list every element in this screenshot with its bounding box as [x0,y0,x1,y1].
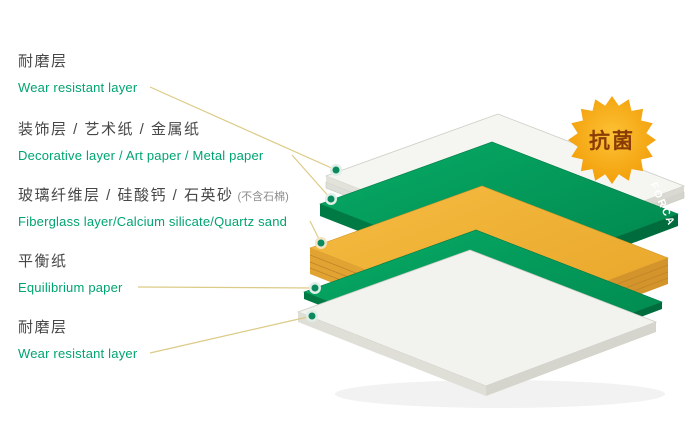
label-zh-text: 平衡纸 [18,253,68,270]
label-note-text: (不含石棉) [237,191,289,203]
anchor-dot-2 [325,193,337,205]
anchor-dot-5 [306,310,318,322]
label-row-equilibrium: 平衡纸 Equilibrium paper [18,250,123,295]
leader-lines [137,86,337,354]
label-zh-text: 耐磨层 [18,319,68,336]
anchor-dot-3 [315,237,327,249]
label-zh: 耐磨层 [18,316,137,337]
label-zh: 装饰层 / 艺术纸 / 金属纸 [18,118,263,139]
label-row-wear-bottom: 耐磨层 Wear resistant layer [18,316,137,361]
ground-shadow [335,380,665,408]
label-zh: 玻璃纤维层 / 硅酸钙 / 石英砂(不含石棉) [18,184,289,205]
leader-line-2 [291,154,332,200]
label-zh-text: 耐磨层 [18,53,68,70]
leader-line-5 [149,315,313,354]
label-en: Fiberglass layer/Calcium silicate/Quartz… [18,214,288,229]
label-row-fiberglass-core: 玻璃纤维层 / 硅酸钙 / 石英砂(不含石棉) Fiberglass layer… [18,184,289,229]
label-zh-text: 玻璃纤维层 / 硅酸钙 / 石英砂 [18,187,234,204]
leader-line-1 [149,86,337,171]
anchor-dots [306,164,342,322]
label-row-wear-top: 耐磨层 Wear resistant layer [18,50,137,95]
label-en: Wear resistant layer [18,80,138,95]
label-row-decorative: 装饰层 / 艺术纸 / 金属纸 Decorative layer / Art p… [18,118,263,163]
anchor-dot-1 [330,164,342,176]
label-en: Equilibrium paper [18,280,123,295]
label-zh: 耐磨层 [18,50,137,71]
layer-wear-bottom [296,249,658,396]
label-en: Decorative layer / Art paper / Metal pap… [18,148,264,163]
label-zh-text: 装饰层 / 艺术纸 / 金属纸 [18,121,201,138]
label-zh: 平衡纸 [18,250,123,271]
leader-line-4 [137,286,316,289]
starburst-shape [568,96,656,184]
label-en: Wear resistant layer [18,346,138,361]
antibacterial-badge-label: 抗菌 [589,129,635,153]
antibacterial-badge: 抗菌 [568,96,656,184]
anchor-dot-4 [309,282,321,294]
